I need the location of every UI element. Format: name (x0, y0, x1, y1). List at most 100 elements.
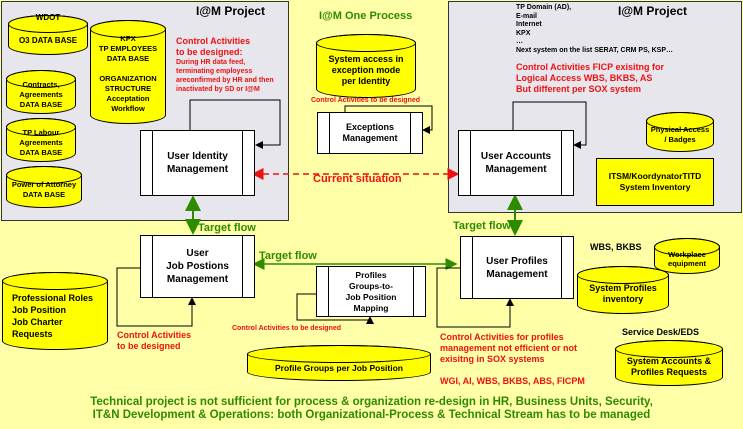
sysprof-line-2: inventory (602, 294, 644, 304)
footer-line1: Technical project is not sufficient for … (90, 396, 653, 408)
loop-mapping (296, 293, 374, 324)
db-o3-label: O3 DATA BASE (18, 36, 78, 45)
loop-job (116, 267, 196, 327)
access-line-2: exception mode (331, 64, 401, 75)
left-control-detail: During HR data feed, terminating employe… (176, 58, 274, 94)
right-control-line3: But different per SOX system (516, 84, 642, 94)
exceptions-line1: Exceptions (345, 122, 394, 132)
db-physical-access: Physical Access/ Badges (646, 112, 714, 152)
left-control-title-line2: to be designed: (176, 47, 243, 57)
mapping-line4: Mapping (353, 302, 389, 313)
sysprof-line-1: System Profiles (589, 283, 657, 293)
sox-systems-label: WGI, AI, WBS, BKBS, ABS, FICPM (440, 376, 585, 386)
footer-text: Technical project is not sufficient for … (0, 396, 743, 422)
workplace-line-2: equipment (668, 259, 706, 268)
accreq-line-1: System Accounts & (626, 356, 712, 366)
service-desk-label: Service Desk/EDS (622, 327, 700, 337)
profile-groups-label: Profile Groups per Job Position (275, 363, 403, 373)
wbs-bkbs-label: WBS, BKBS (590, 242, 642, 252)
left-control-detail-line3: areconfirmed by HR and then (176, 77, 274, 84)
kpx-line-7: Acceptation (106, 94, 150, 103)
left-control-detail-line1: During HR data feed, (176, 59, 246, 66)
kpx-line-3: DATA BASE (106, 54, 150, 63)
db-profile-groups: Profile Groups per Job Position (247, 345, 431, 381)
accounts-line1: User Accounts (480, 151, 552, 162)
right-control-line1: Control Activities FICP exisitng for (516, 62, 665, 72)
labour-line-1: TP Labour (22, 128, 60, 137)
lower-left-control-line1: Control Activities (117, 330, 192, 340)
systems-list: TP Domain (AD), E-mail Internet KPX … Ne… (516, 4, 673, 55)
exceptions-line2: Management (342, 133, 398, 143)
system-item-5: … (516, 38, 523, 45)
system-item-4: KPX (516, 29, 531, 37)
attorney-line-1: Power of Attorney (11, 180, 77, 189)
lower-mid-control: Control Activities to be designed (232, 325, 342, 332)
identity-line2: Management (166, 164, 229, 175)
kpx-line-6: STRUCTURE (104, 84, 152, 93)
roles-line-1: Professional Roles (12, 293, 94, 303)
job-line3: Management (166, 274, 229, 285)
workplace-line-1: Workplace (668, 250, 706, 259)
db-accounts-requests: System Accounts &Profiles Requests (615, 340, 723, 386)
lower-left-control: Control Activities to be designed (117, 330, 191, 352)
roles-line-2: Job Position (12, 305, 66, 315)
job-line2: Job Postions (166, 261, 229, 272)
current-situation-label: Current situation (313, 173, 402, 185)
left-control-title: Control Activities to be designed: (176, 36, 250, 58)
profiles-control-line2: management not efficient or not (440, 343, 578, 353)
mapping-line2: Groups-to- (349, 280, 393, 291)
mapping-line3: Job Position (345, 291, 397, 302)
kpx-line-5: ORGANIZATION (99, 74, 157, 83)
right-panel-title: I@M Project (618, 4, 688, 18)
identity-line1: User Identity (167, 151, 228, 162)
physical-line-1: Physical Access (650, 125, 710, 134)
right-control-line2: Logical Access WBS, BKBS, AS (516, 73, 653, 83)
physical-line-2: / Badges (664, 135, 696, 144)
attorney-line-2: DATA BASE (22, 190, 66, 199)
loop-profiles (436, 267, 514, 328)
kpx-line-2: TP EMPLOYEES (98, 44, 158, 53)
system-item-2: E-mail (516, 12, 538, 20)
left-control-detail-line2: terminating employess (176, 68, 253, 75)
left-control-detail-line4: inactivated by SD or I@M (176, 86, 260, 93)
footer-line2: IT&N Development & Operations: both Orga… (92, 409, 651, 421)
labour-line-2: Agreements (19, 138, 63, 147)
profiles-line1: User Profiles (486, 255, 548, 267)
left-control-title-line1: Control Activities (176, 36, 251, 46)
roles-line-3: Job Charter (12, 317, 63, 327)
right-control-text: Control Activities FICP exisitng for Log… (516, 62, 664, 95)
job-line1: User (186, 248, 209, 259)
system-item-6: Next system on the list SERAT, CRM PS, K… (516, 46, 674, 54)
contracts-line-1: Contracts, (22, 80, 60, 89)
system-item-1: TP Domain (AD), (516, 4, 572, 11)
target-flow-right-label: Target flow (453, 220, 511, 232)
lower-profiles-control: Control Activities for profiles manageme… (440, 332, 577, 365)
profiles-control-line1: Control Activities for profiles (440, 332, 564, 342)
kpx-line-8: Workflow (111, 104, 145, 113)
access-line-3: per Identity (341, 75, 391, 86)
lower-left-control-line2: to be designed (117, 341, 181, 351)
profiles-line2: Management (486, 268, 548, 280)
kpx-line-1: KPX (120, 34, 136, 43)
access-line-1: System access in (328, 53, 404, 64)
middle-title: I@M One Process (319, 10, 413, 22)
inventory-line2: System Inventory (619, 182, 691, 192)
kpx-line-4 (99, 64, 157, 74)
labour-line-3: DATA BASE (19, 148, 63, 157)
